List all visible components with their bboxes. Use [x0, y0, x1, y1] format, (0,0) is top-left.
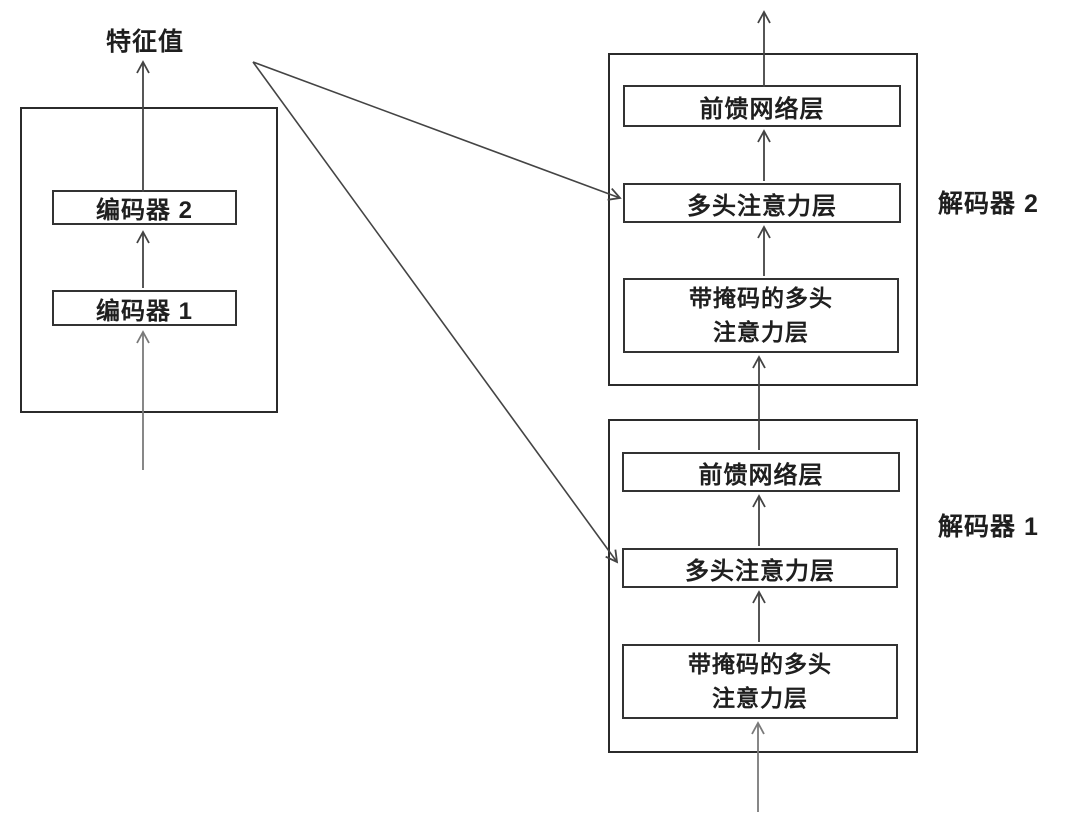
decoder-1-mha-box: 多头注意力层 [622, 548, 898, 588]
arrow-feature-to-decoder2-mha [252, 61, 622, 201]
decoder-2-masked-mha-box: 带掩码的多头 注意力层 [623, 278, 899, 353]
feature-value-label: 特征值 [105, 28, 184, 56]
arrow-feature-to-decoder1-mha [252, 61, 619, 564]
decoder-1-label: 解码器 1 [938, 513, 1039, 541]
decoder-2-mha-box: 多头注意力层 [623, 183, 901, 223]
encoder-2-box: 编码器 2 [52, 190, 237, 225]
decoder-2-label: 解码器 2 [938, 190, 1039, 218]
decoder-2-ffn-box: 前馈网络层 [623, 85, 901, 127]
decoder-1-masked-mha-box: 带掩码的多头 注意力层 [622, 644, 898, 719]
encoder-1-box: 编码器 1 [52, 290, 237, 326]
decoder-1-box [608, 419, 918, 753]
decoder-1-ffn-box: 前馈网络层 [622, 452, 900, 492]
encoder-stack-box [20, 107, 278, 413]
